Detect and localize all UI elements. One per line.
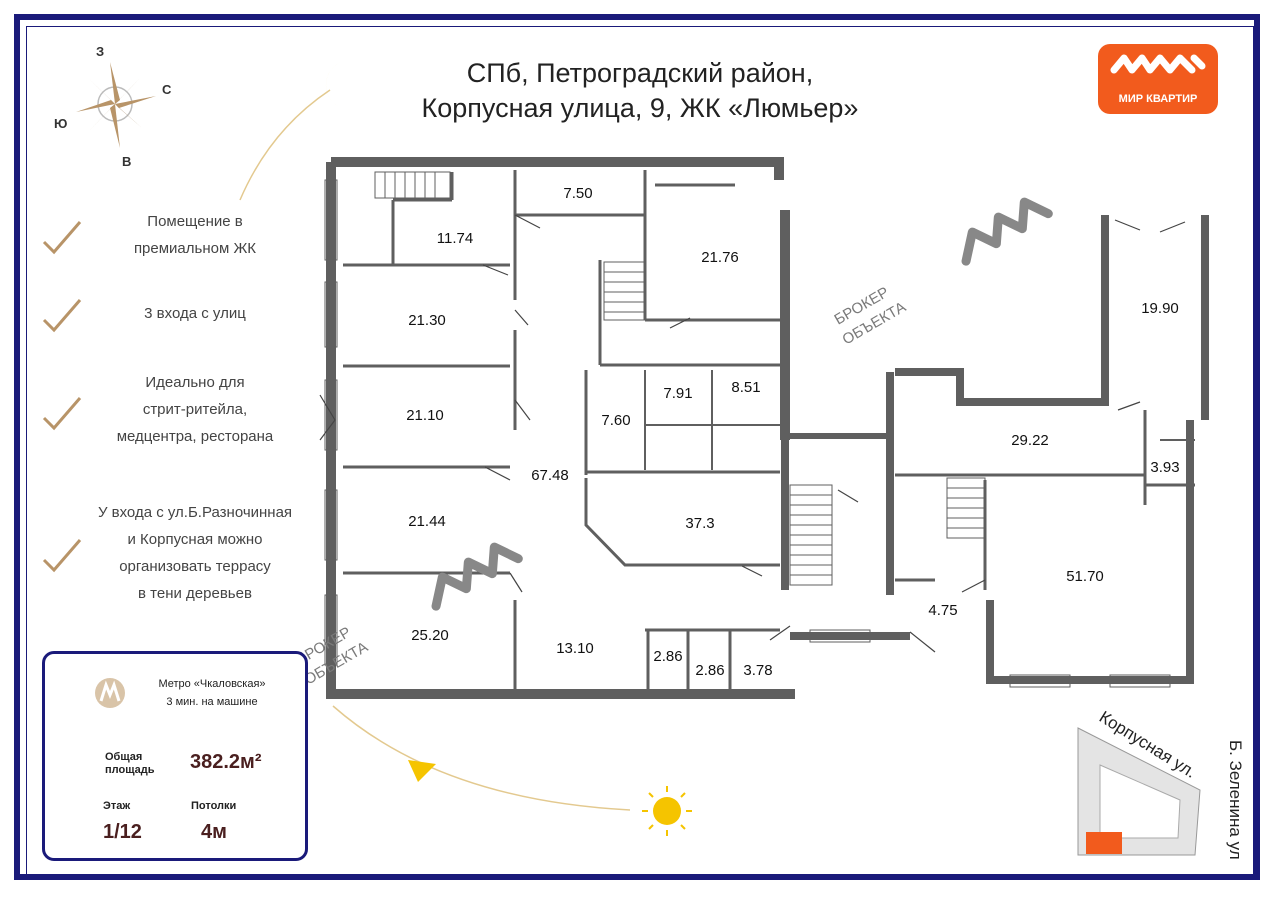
moon-icon [325,60,352,111]
check-icon [42,539,82,573]
sun-icon [642,786,692,836]
feature-premium: Помещение в премиальном ЖК [60,208,330,262]
area-label-1: Общая [105,751,143,763]
room-label: 7.60 [601,412,630,429]
room-label: 7.50 [563,185,592,202]
feature-ideal-line-2: стрит-ритейла, [142,401,248,418]
sun-path-top [239,89,331,201]
feature-ideal-line-1: Идеально для [145,374,245,391]
logo-text: МИР КВАРТИР [1118,93,1198,105]
doors [319,214,1186,653]
check-icon [42,221,82,255]
room-label: 29.22 [1011,432,1049,449]
page-title: СПб, Петроградский район, Корпусная улиц… [380,56,900,126]
watermark-2 [431,542,523,611]
room-label: 25.20 [411,627,449,644]
room-label: 51.70 [1066,568,1104,585]
compass-east-label: С [162,82,172,97]
feature-entrances: 3 входа с улиц [60,300,330,327]
feature-ideal-line-3: медцентра, ресторана [116,428,274,445]
room-label: 2.86 [653,648,682,665]
room-label: 21.44 [408,513,446,530]
metro-name: Метро «Чкаловская» [158,678,266,690]
feature-ideal-use: Идеально для стрит-ритейла, медцентра, р… [60,369,330,450]
room-label: 7.91 [663,385,692,402]
room-label: 8.51 [731,379,760,396]
outer-frame [14,14,1260,880]
street-label-zelenina: Б. Зеленина ул [1226,740,1245,860]
ceiling-label: Потолки [191,800,237,812]
stairs [374,171,986,586]
windows [324,179,1171,688]
room-label: 21.76 [701,249,739,266]
room-label: 4.75 [928,602,957,619]
room-label: 37.3 [685,515,714,532]
title-line-2: Корпусная улица, 9, ЖК «Люмьер» [421,93,859,123]
feature-premium-line-1: Помещение в [147,213,243,230]
location-marker [1086,832,1122,854]
compass-rose-icon [76,62,156,148]
area-value: 382.2м² [190,751,262,773]
floor-label: Этаж [103,800,131,812]
room-label: 67.48 [531,467,569,484]
title-line-1: СПб, Петроградский район, [466,58,814,88]
feature-premium-line-2: премиальном ЖК [133,240,257,257]
feature-terrace-line-2: и Корпусная можно [127,531,263,548]
brand-logo[interactable]: МИР КВАРТИР [1098,44,1218,114]
area-label-2: площадь [105,764,155,776]
room-label: 13.10 [556,640,594,657]
metro-icon [95,678,125,708]
feature-terrace-line-4: в тени деревьев [138,585,252,602]
room-label: 2.86 [695,662,724,679]
compass-south-label: В [122,154,132,169]
check-icon [42,397,82,431]
room-label: 11.74 [437,230,473,247]
info-card: Метро «Чкаловская» 3 мин. на машине Обща… [42,651,308,861]
check-icon [42,299,82,333]
logo-mark-icon [1110,54,1206,74]
watermark-1 [961,197,1053,266]
room-label: 21.10 [406,407,444,424]
room-label: 21.30 [408,312,446,329]
feature-entrances-line-1: 3 входа с улиц [144,305,246,322]
ceiling-value: 4м [201,821,227,843]
inner-frame [26,26,1254,876]
arrow-icon [408,760,436,782]
sun-path-bottom [332,705,631,811]
compass-north-label: З [96,44,105,59]
feature-terrace: У входа с ул.Б.Разночинная и Корпусная м… [60,499,330,607]
location-map [1077,727,1201,856]
feature-terrace-line-3: организовать террасу [119,558,271,575]
room-label: 19.90 [1141,300,1179,317]
feature-terrace-line-1: У входа с ул.Б.Разночинная [97,504,293,521]
metro-time: 3 мин. на машине [166,696,258,708]
room-label: 3.78 [743,662,772,679]
floor-value: 1/12 [103,821,142,843]
room-label: 3.93 [1150,459,1179,476]
compass-west-label: Ю [54,116,68,131]
